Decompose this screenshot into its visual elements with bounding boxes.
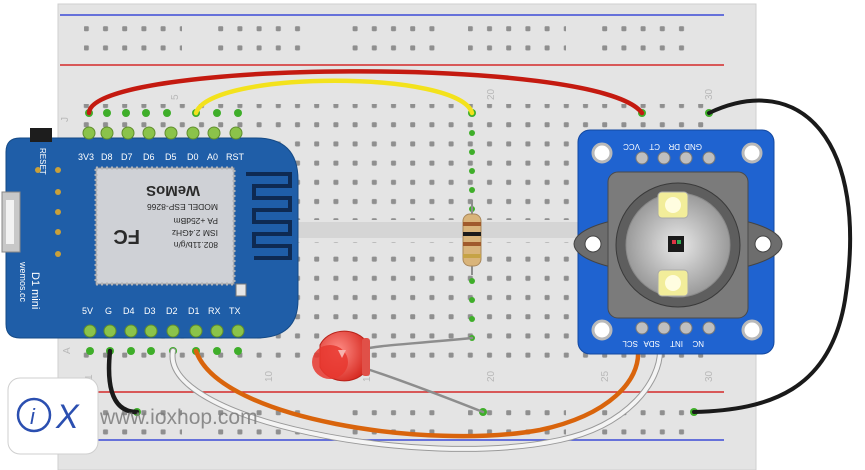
white-wire-sda-core: [170, 349, 662, 451]
shield-line-4: MODEL ESP-8266: [147, 202, 218, 212]
shield-line-3: PA +25dBm: [174, 216, 219, 226]
mount-hole-top-left: [591, 142, 613, 164]
column-number-bottom-1: 1: [84, 374, 95, 380]
bottom-pin-label-5v: 5V: [82, 306, 93, 316]
reset-label: RESET: [38, 148, 47, 175]
column-number-bottom-20: 20: [486, 370, 497, 382]
board-name-label: D1 mini: [29, 272, 41, 309]
black-wire-gnd-sensor: [692, 98, 853, 414]
shield-line-2: ISM 2.4GHz: [172, 228, 218, 238]
column-number-bottom-10: 10: [264, 370, 275, 382]
logo-i-glyph: i: [30, 404, 36, 429]
column-number-bottom-15: 15: [362, 370, 373, 382]
sensor-pin-label-gnd: GND: [684, 142, 702, 151]
mount-hole-bottom-left: [591, 319, 613, 341]
color-sensor-module: VCC CT DR GND SCL SDA INT NC: [573, 129, 783, 355]
top-pin-label-3v3: 3V3: [78, 152, 94, 162]
top-pin-label-d8: D8: [101, 152, 113, 162]
row-letter-top: J: [60, 117, 71, 122]
sensor-pin-label-scl: SCL: [622, 339, 638, 348]
sensor-bottom-pin-row: [635, 321, 716, 335]
column-number-top-20: 20: [486, 88, 497, 100]
bottom-pin-label-rx: RX: [208, 306, 221, 316]
ear-hole-right: [754, 235, 772, 253]
antenna-trace: [246, 172, 292, 260]
red-wire-3v3: [86, 69, 645, 116]
bottom-pin-label-d1: D1: [188, 306, 200, 316]
board-site-label: wemos.cc: [18, 261, 28, 303]
side-pads: [35, 167, 61, 257]
top-pin-label-d0: D0: [187, 152, 199, 162]
ioxhop-logo: i X www.ioxhop.com: [7, 377, 258, 455]
esp8266-shield: [95, 167, 235, 285]
wemos-brand-text: WeMoS: [146, 182, 200, 199]
top-pin-label-rst: RST: [226, 152, 245, 162]
logo-box: [7, 377, 99, 455]
fcc-mark: FC: [113, 225, 140, 247]
sensor-pin-label-dr: DR: [668, 142, 680, 151]
row-letter-bottom: A: [62, 347, 73, 354]
logo-i-circle: [16, 397, 52, 433]
top-pin-label-a0: A0: [207, 152, 218, 162]
sensor-pin-label-sda: SDA: [643, 339, 660, 348]
sensor-pin-label-nc: NC: [692, 339, 704, 348]
sensor-pin-label-int: INT: [670, 339, 683, 348]
top-pin-label-d5: D5: [165, 152, 177, 162]
red-led: [312, 330, 370, 382]
mount-hole-top-right: [741, 142, 763, 164]
wemos-top-pin-row: [82, 126, 243, 140]
wemos-d1-mini: 3V3 D8 D7 D6 D5 D0 A0 RST 5V G D4 D3 D2 …: [1, 126, 299, 339]
bottom-pin-label-d2: D2: [166, 306, 178, 316]
sensor-pin-label-vcc: VCC: [623, 142, 640, 151]
wires: [86, 69, 853, 452]
bottom-pin-label-g: G: [105, 306, 112, 316]
logo-url: www.ioxhop.com: [99, 406, 258, 429]
logo-x-glyph: X: [55, 398, 80, 436]
bottom-pin-label-d3: D3: [144, 306, 156, 316]
column-number-bottom-30: 30: [704, 370, 715, 382]
black-wire-ground: [106, 348, 140, 415]
sensor-top-pin-row: [635, 151, 716, 165]
top-pin-label-d7: D7: [121, 152, 133, 162]
resistor: [462, 200, 482, 275]
reset-button[interactable]: [30, 128, 52, 142]
wemos-bottom-pin-row: [83, 324, 245, 338]
led-leg-cathode: [368, 368, 485, 414]
top-power-rail-holes: [84, 18, 694, 58]
top-pin-label-d6: D6: [143, 152, 155, 162]
shield-text: 802.11b/g/n ISM 2.4GHz PA +25dBm MODEL E…: [113, 182, 218, 250]
mount-hole-bottom-right: [741, 319, 763, 341]
sensor-pin-label-ct: CT: [649, 142, 660, 151]
orange-wire-scl: [193, 348, 641, 439]
yellow-wire-d0: [193, 78, 475, 116]
column-number-top-30: 30: [704, 88, 715, 100]
shield-line-1: 802.11b/g/n: [173, 240, 218, 250]
column-number-top-5: 5: [170, 94, 181, 100]
column-number-bottom-25: 25: [600, 370, 611, 382]
bottom-pin-label-d4: D4: [123, 306, 135, 316]
bottom-pin-label-tx: TX: [229, 306, 241, 316]
ear-hole-left: [584, 235, 602, 253]
